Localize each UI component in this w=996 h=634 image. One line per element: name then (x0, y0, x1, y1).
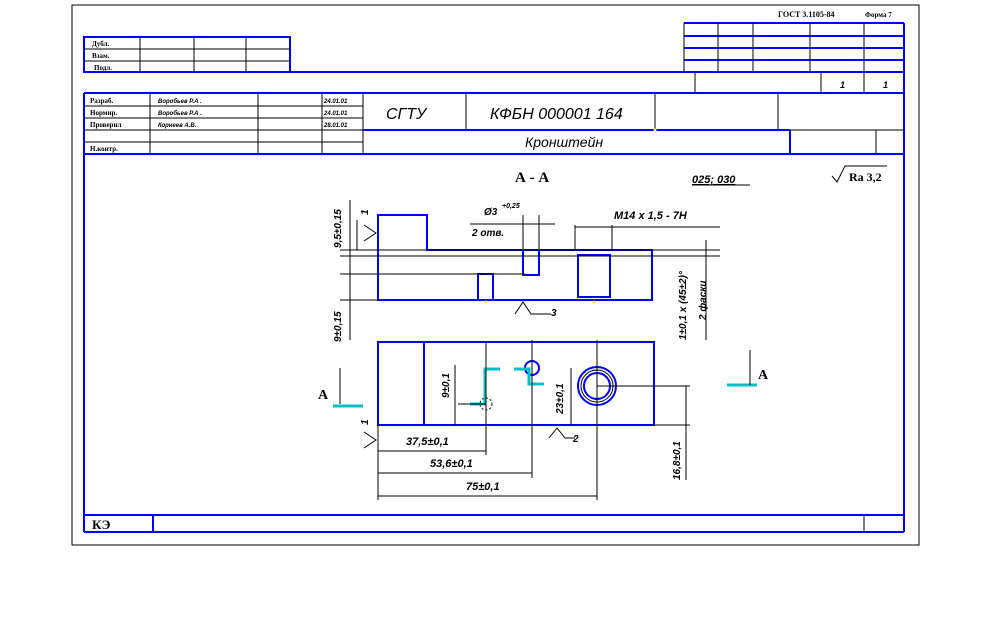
row-label: Дубл. (92, 40, 109, 48)
part-name: Кронштейн (525, 134, 603, 150)
footer-code: КЭ (92, 517, 111, 532)
document-code: КФБН 000001 164 (490, 106, 623, 123)
form-label: Форма 7 (865, 11, 892, 19)
snap-point (653, 128, 657, 132)
outer-frame (71, 4, 920, 546)
chamfer-label: 1±0,1 x (45±2)° (678, 270, 689, 340)
dim-53-6: 53,6±0,1 (430, 458, 473, 470)
base-2: 2 (572, 434, 579, 445)
chamfer-count: 2 фаски (697, 281, 709, 322)
role-label: Проверил (90, 121, 121, 129)
dim-9: 9±0,1 (441, 373, 452, 398)
signer-name: Корнеев А.В. (158, 123, 197, 129)
sheet-number: 1 (840, 80, 845, 90)
cut-label-right: А (758, 368, 769, 383)
signature-table: Разраб. Воробьев Р.А . 24.01.01 Нормир. … (84, 93, 364, 154)
hole-count: 2 отв. (471, 228, 504, 239)
role-label: Разраб. (90, 97, 113, 105)
dim-bottom: 9±0,15 (333, 311, 344, 342)
dim-16-8: 16,8±0,1 (672, 441, 683, 480)
base-3: 3 (551, 308, 557, 319)
sign-date: 28.01.01 (323, 123, 348, 129)
signer-name: Воробьев Р.А . (158, 98, 202, 105)
plan-view (333, 340, 757, 500)
organization: СГТУ (386, 106, 428, 123)
sign-date: 24.01.01 (323, 99, 348, 105)
dim-75: 75±0,1 (466, 481, 500, 493)
top-right-table (683, 22, 904, 72)
operations-label: 025; 030 (692, 174, 736, 186)
base-1-plan: 1 (360, 419, 371, 425)
hole-tolerance: +0,25 (502, 203, 520, 210)
section-label: А - А (515, 170, 549, 186)
dim-23: 23±0,1 (555, 383, 566, 415)
base-1: 1 (360, 209, 371, 215)
roughness-label: Ra 3,2 (849, 170, 882, 184)
cut-label-left: А (318, 388, 329, 403)
footer-row: КЭ (84, 514, 904, 533)
roughness-icon (831, 165, 887, 183)
dim-top: 9,5±0,15 (333, 209, 344, 248)
section-view (340, 200, 720, 340)
row-label: Подл. (94, 64, 112, 72)
hole-dim: Ø3 (484, 207, 498, 218)
thread-label: M14 x 1,5 - 7H (614, 210, 688, 222)
sign-date: 24.01.01 (323, 111, 348, 117)
role-label: Нормир. (90, 109, 117, 117)
sheets-total: 1 (883, 80, 888, 90)
dim-37-5: 37,5±0,1 (406, 436, 449, 448)
row-label: Взам. (92, 52, 110, 60)
standard-label: ГОСТ 3.1105-84 (778, 10, 835, 19)
signer-name: Воробьев Р.А . (158, 110, 202, 117)
top-left-table: Дубл. Взам. Подл. (83, 36, 291, 73)
role-label: Н.контр. (90, 145, 118, 153)
